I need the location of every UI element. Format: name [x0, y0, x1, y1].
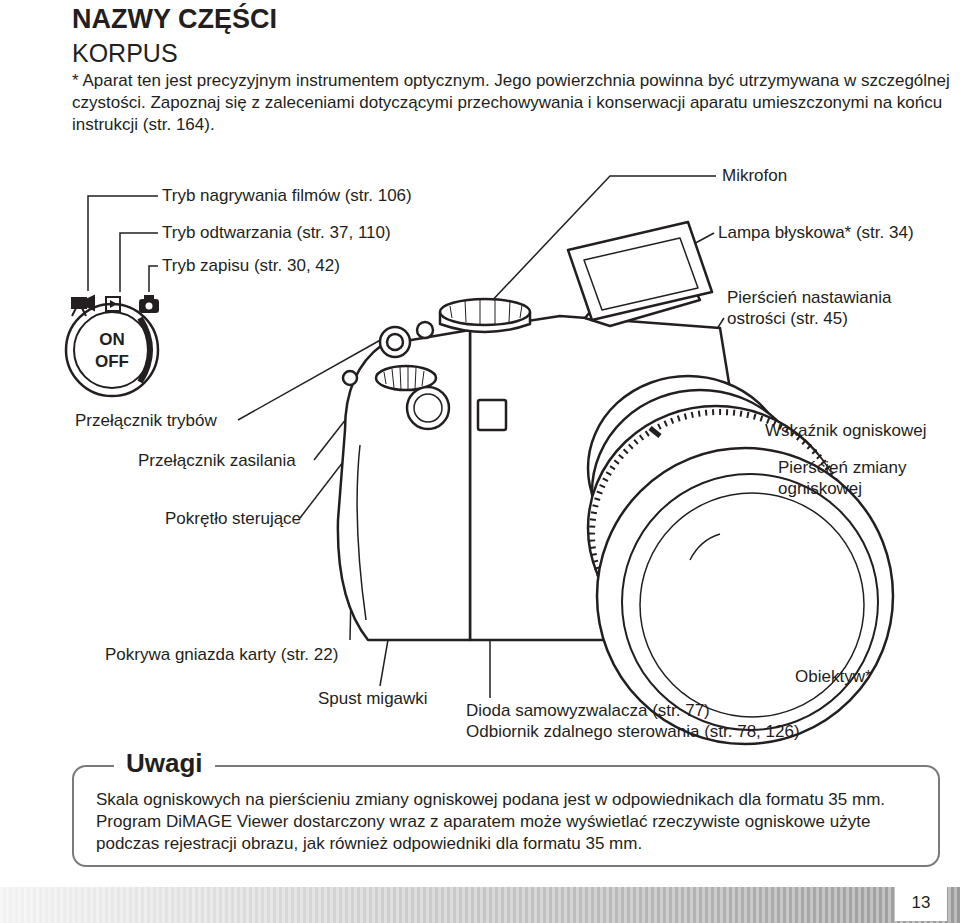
- footer-bar: [0, 887, 960, 923]
- page-number: 13: [912, 893, 931, 912]
- part-label: Pokrywa gniazda karty (str. 22): [105, 644, 338, 665]
- part-label: Pokrętło sterujące: [165, 508, 301, 529]
- part-label: Spust migawki: [318, 688, 428, 709]
- intro-note: * Aparat ten jest precyzyjnym instrument…: [72, 70, 952, 136]
- part-label: Lampa błyskowa* (str. 34): [718, 222, 914, 243]
- part-label: Tryb nagrywania filmów (str. 106): [162, 185, 412, 206]
- part-label: Mikrofon: [722, 165, 787, 186]
- section-heading: KORPUS: [72, 38, 178, 69]
- part-label: Obiektyw*: [795, 666, 872, 687]
- notes-text: Skala ogniskowych na pierścieniu zmiany …: [96, 789, 920, 855]
- page-title: NAZWY CZĘŚCI: [72, 4, 277, 35]
- part-label: Odbiornik zdalnego sterowania (str. 78, …: [466, 721, 800, 742]
- dial-marking: OFF: [87, 351, 137, 372]
- part-label: Pierścień zmiany ogniskowej: [778, 457, 948, 499]
- part-label: Dioda samowyzwalacza (str. 77): [466, 700, 710, 721]
- part-label: Tryb zapisu (str. 30, 42): [162, 255, 340, 276]
- mode-dial-icon: [66, 296, 158, 396]
- part-label: Wskaźnik ogniskowej: [765, 420, 927, 441]
- part-label: Przełącznik zasilania: [138, 450, 296, 471]
- notes-heading: Uwagi: [114, 747, 215, 779]
- part-label: Tryb odtwarzania (str. 37, 110): [162, 222, 391, 243]
- flash-unit: [568, 222, 712, 326]
- part-label: Pierścień nastawiania ostrości (str. 45): [727, 287, 942, 329]
- page-number-box: 13: [895, 887, 947, 921]
- part-label: Przełącznik trybów: [75, 410, 217, 431]
- notes-box: UwagiSkala ogniskowych na pierścieniu zm…: [72, 765, 940, 867]
- dial-marking: ON: [92, 329, 132, 350]
